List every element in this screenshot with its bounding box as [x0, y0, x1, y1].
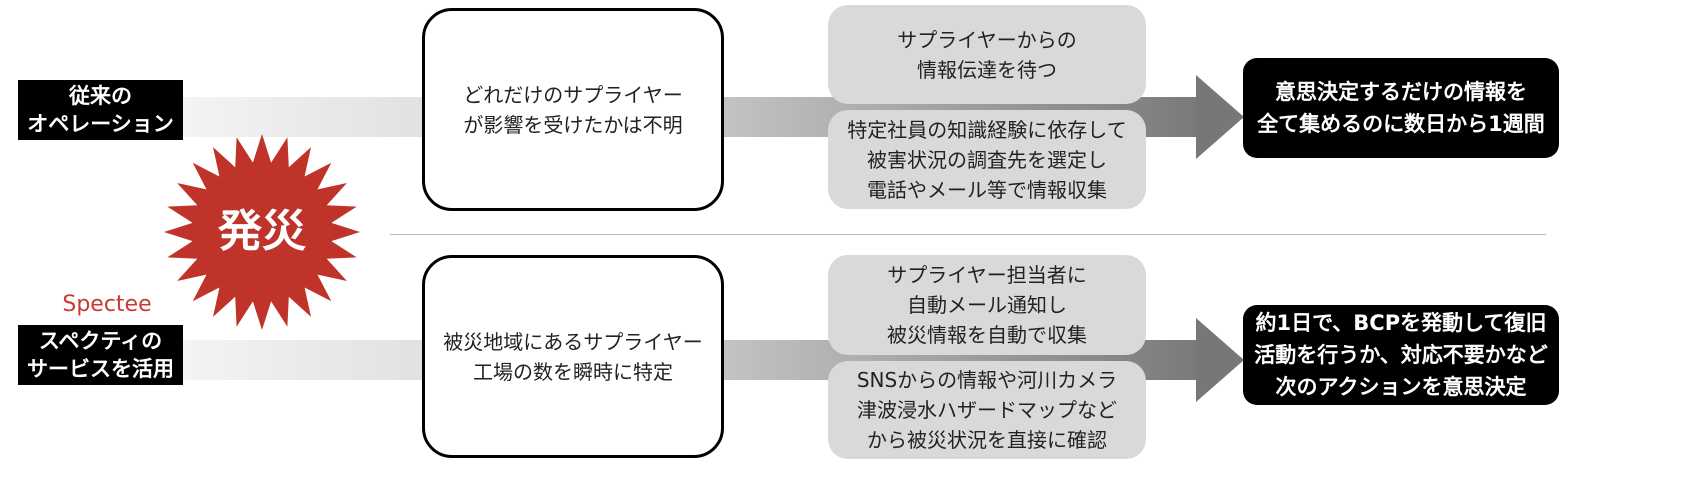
result-box-spectee: 約1日で、BCPを発動して復旧 活動を行うか、対応不要かなど 次のアクションを意… — [1243, 305, 1559, 405]
step-box-traditional-1: サプライヤーからの 情報伝達を待つ — [828, 5, 1146, 104]
step-box-traditional-2: 特定社員の知識経験に依存して 被害状況の調査先を選定し 電話やメール等で情報収集 — [828, 110, 1146, 209]
problem-box-spectee: 被災地域にあるサプライヤー 工場の数を瞬時に特定 — [422, 255, 724, 458]
arrow-head-icon — [1196, 75, 1244, 159]
arrow-head-icon — [1196, 318, 1244, 402]
row-label-traditional: 従来の オペレーション — [18, 80, 183, 140]
row-label-spectee: スペクティの サービスを活用 — [18, 325, 183, 385]
step-box-spectee-1: サプライヤー担当者に 自動メール通知し 被災情報を自動で収集 — [828, 255, 1146, 355]
step-box-spectee-2: SNSからの情報や河川カメラ 津波浸水ハザードマップなど から被災状況を直接に確… — [828, 361, 1146, 459]
burst-label: 発災 — [218, 206, 306, 257]
disaster-burst-icon — [164, 134, 360, 330]
spectee-logo: Spectee — [62, 292, 152, 317]
result-box-traditional: 意思決定するだけの情報を 全て集めるのに数日から1週間 — [1243, 58, 1559, 158]
divider — [390, 234, 1546, 235]
problem-box-traditional: どれだけのサプライヤー が影響を受けたかは不明 — [422, 8, 724, 211]
